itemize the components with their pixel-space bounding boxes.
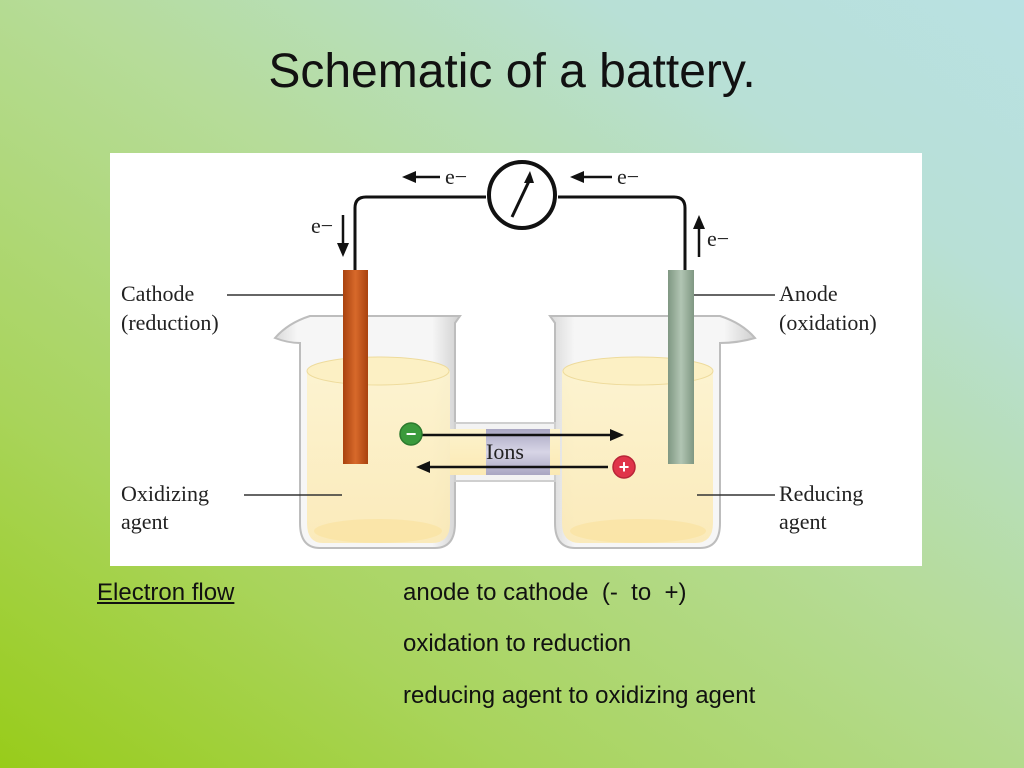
electron-label-top-right: e− (617, 164, 639, 189)
svg-text:+: + (619, 457, 630, 477)
electron-arrow-top-left (402, 171, 440, 183)
cathode-electrode (343, 270, 368, 464)
oxidizing-label: Oxidizing (121, 481, 209, 506)
reducing-sublabel: agent (779, 509, 827, 534)
ion-arrow-left (416, 461, 608, 473)
anode-sublabel: (oxidation) (779, 310, 877, 335)
battery-diagram: e− e− e− e− (110, 153, 922, 566)
cathode-label: Cathode (121, 281, 194, 306)
electron-arrow-down-left (337, 215, 349, 257)
anode-label: Anode (779, 281, 838, 306)
right-beaker (548, 315, 757, 549)
positive-ion-icon: + (612, 455, 636, 479)
electron-flow-heading: Electron flow (97, 579, 235, 606)
anode-electrode (668, 270, 694, 464)
electron-flow-line-2: oxidation to reduction (403, 630, 632, 657)
svg-text:−: − (406, 424, 417, 444)
electron-label-right: e− (707, 226, 729, 251)
oxidizing-sublabel: agent (121, 509, 169, 534)
negative-ion-icon: − (399, 422, 423, 446)
electron-flow-line-3: reducing agent to oxidizing agent (403, 682, 756, 709)
reducing-label: Reducing (779, 481, 863, 506)
wire-right (558, 195, 687, 270)
ion-arrow-right (422, 429, 624, 441)
ions-label: Ions (486, 439, 524, 464)
electron-arrow-top-right (570, 171, 612, 183)
electron-arrow-up-right (693, 215, 705, 257)
cathode-sublabel: (reduction) (121, 310, 219, 335)
battery-svg: e− e− e− e− (121, 160, 877, 549)
electron-label-left: e− (311, 213, 333, 238)
electron-flow-line-1: anode to cathode (- to +) (403, 579, 687, 606)
left-beaker (273, 315, 462, 549)
electron-label-top-left: e− (445, 164, 467, 189)
wire-left (353, 195, 486, 270)
slide-title: Schematic of a battery. (268, 45, 756, 98)
meter-icon (487, 160, 557, 230)
